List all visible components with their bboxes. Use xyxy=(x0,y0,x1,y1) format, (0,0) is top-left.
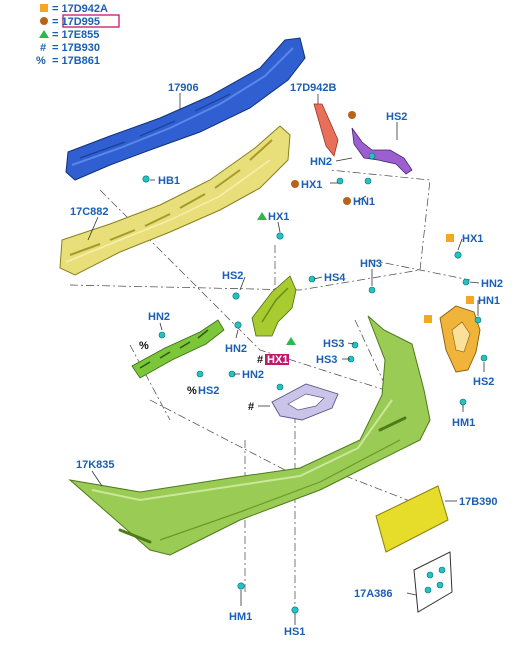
label-hs2-top: HS2 xyxy=(386,111,407,123)
label-hn2-left: HN2 xyxy=(148,311,170,323)
legend-circle-marker-dot xyxy=(40,17,48,25)
part-markers xyxy=(257,111,474,345)
label-hn3: HN3 xyxy=(360,258,382,270)
legend-item-4: = 17B930 xyxy=(52,42,100,54)
label-hn2-right: HN2 xyxy=(481,278,503,290)
orange-square-marker xyxy=(466,296,474,304)
brown-circle-marker xyxy=(348,111,356,119)
label-hs2-left: HS2 xyxy=(198,385,219,397)
label-hs3-a: HS3 xyxy=(323,338,344,350)
legend-percent-symbol: % xyxy=(36,55,46,67)
percent-symbol-left: % xyxy=(139,340,149,352)
percent-symbol-hs2: % xyxy=(187,385,197,397)
label-hs2-mid: HS2 xyxy=(222,270,243,282)
label-license-plate: 17B390 xyxy=(459,496,498,508)
right-bracket xyxy=(439,305,481,373)
label-hx1-mid: HX1 xyxy=(268,211,289,223)
label-hn1-right: HN1 xyxy=(478,295,500,307)
label-reinforcement: 17906 xyxy=(168,82,199,94)
label-absorber: 17C882 xyxy=(70,206,109,218)
legend-hash-symbol: # xyxy=(40,42,46,54)
legend: = 17D942A = 17D995 = 17E855 # = 17B930 %… xyxy=(36,3,120,67)
fastener-labels: HB1 HS2 HN2 HX1 HN1 HX1 HS2 HS4 HN3 HN2 … xyxy=(148,111,503,638)
fasteners xyxy=(142,152,488,614)
label-hx1-top: HX1 xyxy=(301,179,322,191)
legend-item-5: = 17B861 xyxy=(52,55,100,67)
upper-bracket xyxy=(313,103,339,157)
label-hm1-bottom: HM1 xyxy=(229,611,252,623)
center-bracket xyxy=(251,275,297,337)
label-hn2-top: HN2 xyxy=(310,156,332,168)
label-hb1: HB1 xyxy=(158,175,180,187)
label-hx1-right: HX1 xyxy=(462,233,483,245)
brown-circle-marker xyxy=(291,180,299,188)
green-triangle-marker xyxy=(286,337,296,345)
hx-boxed-highlight xyxy=(265,354,289,365)
reinforcement-beam xyxy=(65,37,306,181)
part-labels: 17906 17C882 17D942B 17K835 17B390 17A38… xyxy=(70,82,498,600)
energy-absorber xyxy=(59,125,291,276)
fastener-kit-box xyxy=(413,551,453,613)
hash-bracket xyxy=(271,383,339,421)
left-bracket xyxy=(131,319,225,379)
label-hs3-b: HS3 xyxy=(316,354,337,366)
label-hn2-mid: HN2 xyxy=(225,343,247,355)
orange-square-marker xyxy=(424,315,432,323)
legend-item-3: = 17E855 xyxy=(52,29,99,41)
legend-item-2: = 17D995 xyxy=(52,16,100,28)
symbol-markers: % % # # xyxy=(139,340,263,413)
hash-symbol-bracket: # xyxy=(248,401,254,413)
label-fastener-kit: 17A386 xyxy=(354,588,393,600)
orange-square-marker xyxy=(446,234,454,242)
license-plate xyxy=(375,485,449,553)
label-hn1-top: HN1 xyxy=(353,196,375,208)
hash-symbol-hx: # xyxy=(257,354,263,366)
label-hs2-right: HS2 xyxy=(473,376,494,388)
legend-triangle-marker xyxy=(39,30,49,38)
clip-strip xyxy=(351,127,413,175)
brown-circle-marker xyxy=(343,197,351,205)
label-hm1-right: HM1 xyxy=(452,417,475,429)
legend-item-1: = 17D942A xyxy=(52,3,108,15)
label-hx-boxed: HX1 xyxy=(267,354,288,366)
legend-square-marker xyxy=(40,4,48,12)
green-triangle-marker xyxy=(257,212,267,220)
leader-lines xyxy=(87,93,485,625)
label-hs1-bottom: HS1 xyxy=(284,626,305,638)
guide-lines xyxy=(69,169,471,615)
legend-highlight-box xyxy=(62,14,120,28)
label-hs4: HS4 xyxy=(324,272,346,284)
label-bumper-cover: 17K835 xyxy=(76,459,115,471)
bumper-cover xyxy=(68,315,431,556)
label-hn2-low: HN2 xyxy=(242,369,264,381)
label-upper-bracket: 17D942B xyxy=(290,82,337,94)
